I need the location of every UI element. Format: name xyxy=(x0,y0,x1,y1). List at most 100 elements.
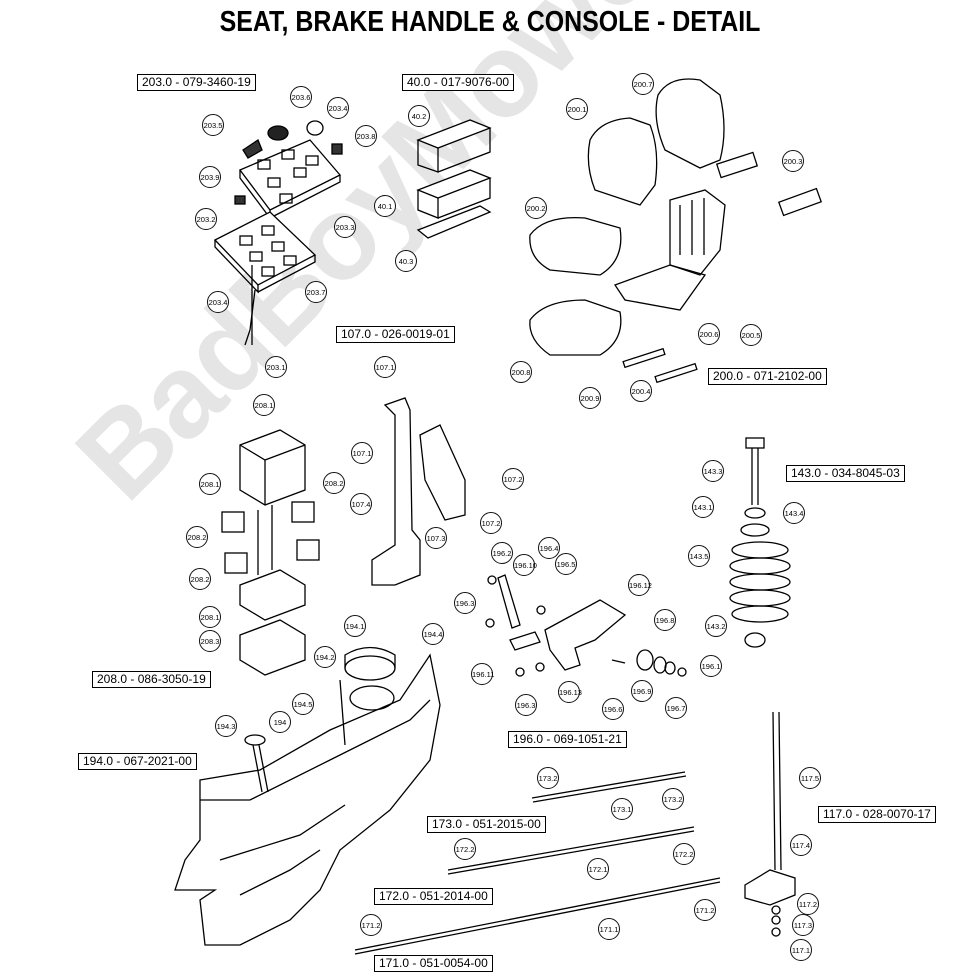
callout: 203.2 xyxy=(195,208,217,230)
callout: 194.4 xyxy=(422,623,444,645)
callout: 196.12 xyxy=(628,574,652,596)
seat-spring xyxy=(729,437,791,648)
callout: 117.3 xyxy=(792,914,814,936)
brake-plate-lower xyxy=(213,211,317,294)
callout: 196.9 xyxy=(631,680,653,702)
callout: 200.9 xyxy=(579,387,601,409)
callout: 194.1 xyxy=(344,615,366,637)
callout: 200.4 xyxy=(630,380,652,402)
callout: 117.1 xyxy=(790,939,812,961)
callout: 203.4 xyxy=(207,291,229,313)
callout: 196.3 xyxy=(454,592,476,614)
clamp-block-lower xyxy=(416,169,492,219)
callout: 208.2 xyxy=(323,472,345,494)
callout: 200.8 xyxy=(510,361,532,383)
callout: 200.1 xyxy=(566,98,588,120)
callout: 173.2 xyxy=(662,788,684,810)
callout: 107.1 xyxy=(351,442,373,464)
callout: 143.1 xyxy=(692,496,714,518)
assembly-label-208: 208.0 - 086-3050-19 xyxy=(92,671,211,688)
callout: 117.4 xyxy=(790,834,812,856)
callout: 208.1 xyxy=(199,473,221,495)
callout: 172.2 xyxy=(454,838,476,860)
assembly-label-171: 171.0 - 051-0054-00 xyxy=(374,955,493,972)
callout: 196.13 xyxy=(558,681,582,703)
callout: 117.2 xyxy=(797,893,819,915)
callout: 173.1 xyxy=(611,798,633,820)
assembly-label-143: 143.0 - 034-8045-03 xyxy=(786,465,905,482)
callout: 143.4 xyxy=(783,502,805,524)
callout: 196.10 xyxy=(513,554,537,576)
callout: 194.5 xyxy=(292,693,314,715)
assembly-label-40: 40.0 - 017-9076-00 xyxy=(402,74,515,91)
callout: 143.5 xyxy=(688,545,710,567)
assembly-label-196: 196.0 - 069-1051-21 xyxy=(508,731,627,748)
console-body xyxy=(174,653,441,946)
callout: 208.2 xyxy=(189,568,211,590)
seat-cushion xyxy=(529,216,622,356)
page-title: SEAT, BRAKE HANDLE & CONSOLE - DETAIL xyxy=(219,6,761,38)
callout: 107.2 xyxy=(502,468,524,490)
assembly-label-203: 203.0 - 079-3460-19 xyxy=(137,74,256,91)
seat-frame xyxy=(614,189,726,311)
callout: 196.4 xyxy=(538,537,560,559)
callout: 203.9 xyxy=(199,166,221,188)
callout: 203.4 xyxy=(327,97,349,119)
assembly-label-194: 194.0 - 067-2021-00 xyxy=(78,753,197,770)
callout: 200.6 xyxy=(698,323,720,345)
callout: 203.6 xyxy=(290,86,312,108)
callout: 208.1 xyxy=(253,394,275,416)
callout: 200.7 xyxy=(632,73,654,95)
assembly-label-200: 200.0 - 071-2102-00 xyxy=(708,368,827,385)
callout: 196.5 xyxy=(555,553,577,575)
callout: 117.5 xyxy=(799,767,821,789)
callout: 196.8 xyxy=(654,609,676,631)
callout: 40.1 xyxy=(374,195,396,217)
callout: 194 xyxy=(269,711,291,733)
callout: 171.2 xyxy=(694,899,716,921)
callout: 196.1 xyxy=(700,655,722,677)
callout: 40.2 xyxy=(408,105,430,127)
relay-box xyxy=(239,429,306,676)
callout: 203.8 xyxy=(355,125,377,147)
callout: 194.2 xyxy=(314,646,336,668)
callout: 208.1 xyxy=(199,606,221,628)
brake-bracket xyxy=(371,397,466,586)
assembly-label-172: 172.0 - 051-2014-00 xyxy=(374,888,493,905)
callout: 196.3 xyxy=(515,694,537,716)
callout: 203.3 xyxy=(334,216,356,238)
callout: 203.7 xyxy=(305,281,327,303)
callout: 208.3 xyxy=(199,630,221,652)
assembly-label-117: 117.0 - 028-0070-17 xyxy=(818,806,936,823)
callout: 196.6 xyxy=(602,698,624,720)
callout: 171.1 xyxy=(598,918,620,940)
seat-back xyxy=(587,78,725,206)
callout: 143.3 xyxy=(702,460,724,482)
callout: 107.2 xyxy=(480,512,502,534)
callout: 203.5 xyxy=(202,114,224,136)
assembly-label-107: 107.0 - 026-0019-01 xyxy=(336,326,455,343)
callout: 196.11 xyxy=(471,663,494,685)
callout: 208.2 xyxy=(186,526,208,548)
brake-linkage xyxy=(497,574,627,671)
clamp-block-upper xyxy=(416,119,492,173)
callout: 196.2 xyxy=(491,542,513,564)
callout: 200.2 xyxy=(525,197,547,219)
callout: 173.2 xyxy=(537,767,559,789)
brake-plate-upper xyxy=(238,139,342,220)
callout: 171.2 xyxy=(360,914,382,936)
callout: 196.7 xyxy=(665,697,687,719)
callout: 194.3 xyxy=(215,715,237,737)
callout: 107.3 xyxy=(425,527,447,549)
callout: 200.5 xyxy=(740,324,762,346)
assembly-label-173: 173.0 - 051-2015-00 xyxy=(427,816,546,833)
callout: 107.4 xyxy=(350,493,372,515)
callout: 172.2 xyxy=(673,843,695,865)
callout: 143.2 xyxy=(705,615,727,637)
callout: 172.1 xyxy=(587,858,609,880)
callout: 203.1 xyxy=(265,356,287,378)
callout: 107.1 xyxy=(374,356,396,378)
callout: 40.3 xyxy=(395,250,417,272)
callout: 200.3 xyxy=(782,150,804,172)
